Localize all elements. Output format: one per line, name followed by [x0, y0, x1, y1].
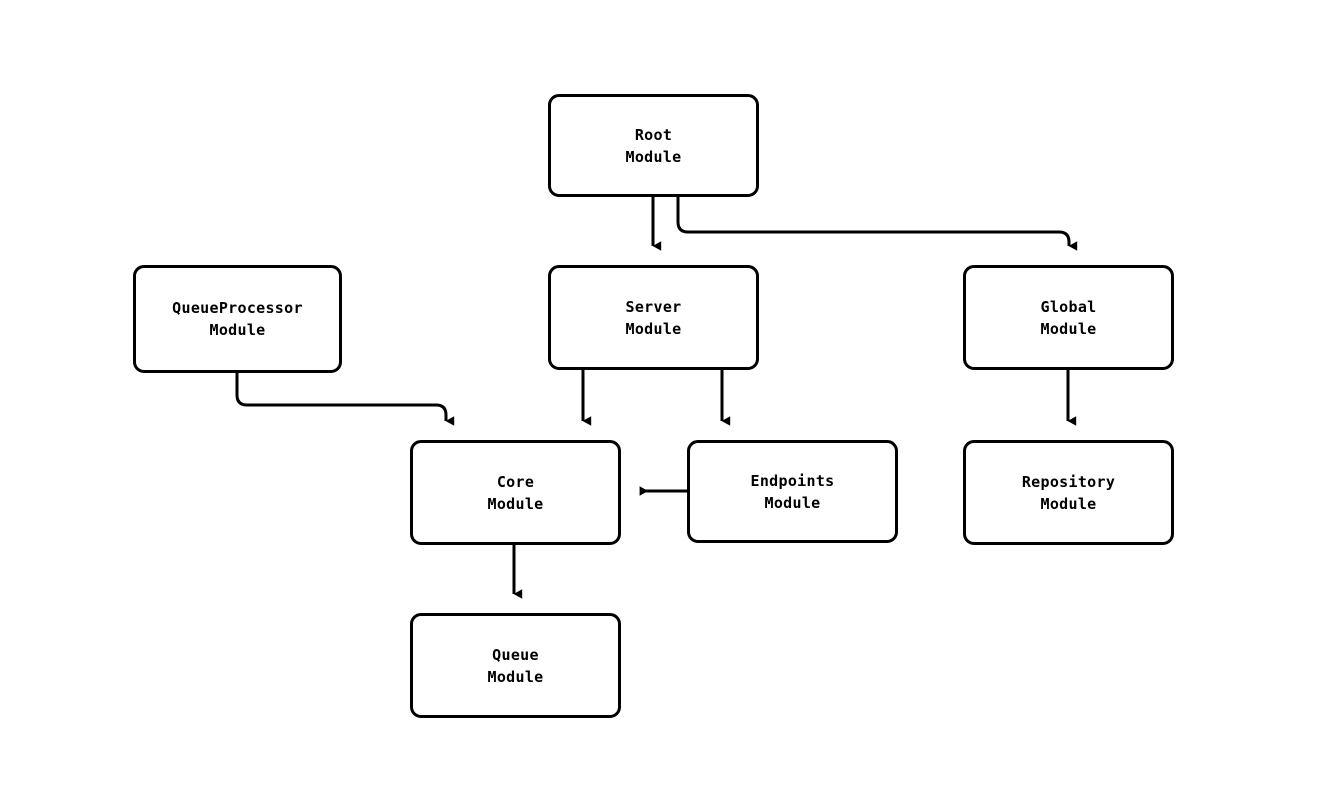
node-root-suffix: Module — [625, 147, 682, 166]
edge-root-global — [676, 197, 1078, 251]
node-queue-suffix: Module — [487, 667, 544, 686]
node-queueprocessor-suffix: Module — [209, 321, 266, 339]
edge-queueprocessor-core — [235, 373, 455, 426]
node-core-suffix: Module — [487, 494, 544, 513]
node-server-name: Server — [625, 297, 682, 316]
node-queueprocessor-name: QueueProcessor — [172, 299, 303, 317]
node-global-suffix: Module — [1040, 319, 1097, 338]
node-endpoints-name: Endpoints — [750, 471, 835, 490]
node-global-name: Global — [1040, 297, 1097, 316]
node-queue-name: Queue — [492, 645, 539, 664]
node-root-name: Root — [634, 125, 673, 144]
node-core-name: Core — [496, 472, 535, 491]
node-endpoints-suffix: Module — [764, 493, 821, 512]
node-server-suffix: Module — [625, 319, 682, 338]
node-repository-suffix: Module — [1040, 494, 1097, 513]
node-repository-name: Repository — [1021, 472, 1116, 491]
